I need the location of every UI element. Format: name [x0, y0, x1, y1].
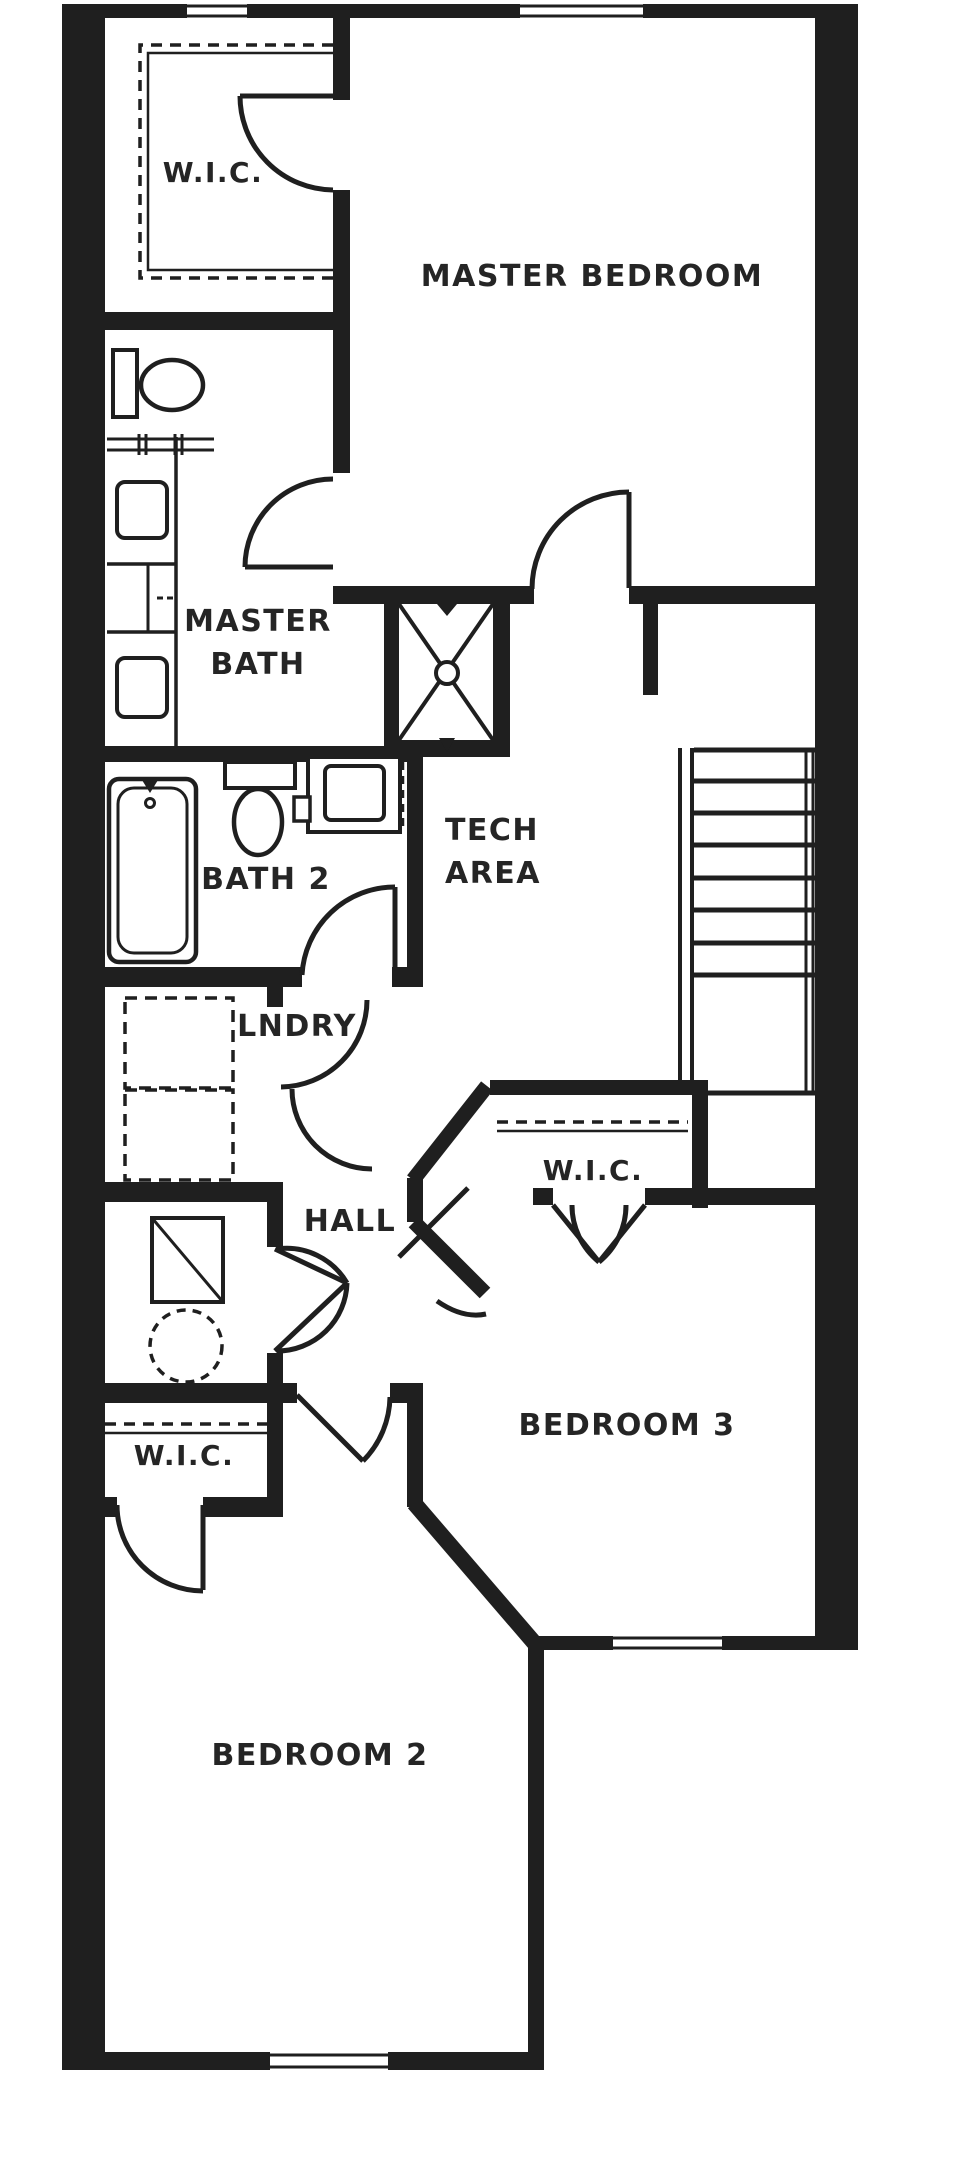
master-bath-door	[242, 476, 334, 570]
label-wic-master: W.I.C.	[163, 156, 263, 189]
interior-walls	[105, 18, 858, 1517]
vanity-cabinet-master	[107, 562, 176, 634]
vanity-bath2	[292, 755, 405, 834]
toilet-tank-bath2	[223, 760, 297, 790]
label-master-bedroom: MASTER BEDROOM	[421, 259, 763, 294]
bedroom2-door	[295, 1393, 393, 1463]
label-bedroom3: BEDROOM 3	[518, 1408, 735, 1443]
shower-master	[397, 602, 495, 752]
washer-box	[123, 996, 235, 1090]
shower-head-icon	[437, 604, 457, 616]
label-bath2: BATH 2	[201, 862, 331, 897]
label-tech-area-2: AREA	[445, 856, 541, 891]
master-bath-fixtures	[107, 348, 495, 752]
toilet-tank-master	[111, 348, 139, 419]
doors	[114, 93, 647, 1594]
room-labels: W.I.C. MASTER BEDROOM MASTER BATH BATH 2…	[134, 156, 763, 1773]
wic-master-door	[237, 93, 334, 193]
shower-drain-icon	[439, 738, 455, 752]
bath2-door	[299, 884, 398, 976]
toilet-bowl-bath2	[231, 786, 285, 858]
sink-master-1	[115, 480, 169, 540]
label-wic-bedroom3: W.I.C.	[543, 1154, 643, 1187]
label-bedroom2: BEDROOM 2	[211, 1738, 428, 1773]
label-hall: HALL	[304, 1204, 397, 1239]
label-master-bath-1: MASTER	[184, 604, 332, 639]
outer-walls	[62, 4, 858, 2070]
stair-rail-inner	[690, 748, 694, 1093]
water-heater-circle	[148, 1308, 224, 1384]
dryer-box	[123, 1088, 235, 1182]
window-bedroom3-bottom	[613, 1636, 722, 1650]
tub-bath2	[106, 776, 199, 965]
window-bedroom2-bottom	[270, 2052, 388, 2070]
label-laundry: LNDRY	[237, 1009, 357, 1044]
faucet-bath2-icon	[292, 795, 312, 823]
label-master-bath-2: BATH	[210, 647, 305, 682]
shower-drain-center	[434, 660, 460, 686]
closet-shelf-lines	[105, 43, 688, 1435]
staircase	[678, 747, 815, 1096]
sink-master-2	[115, 656, 169, 719]
label-tech-area-1: TECH	[445, 813, 539, 848]
wic-bedroom3-doors	[551, 1203, 647, 1264]
master-bedroom-door	[529, 489, 632, 590]
toilet-bowl-master	[138, 357, 206, 413]
window-master-bedroom-top	[520, 4, 643, 18]
laundry-doors	[280, 999, 373, 1172]
vanity-counter-master	[107, 434, 214, 748]
utility-closet-fixtures	[148, 1216, 225, 1384]
utility-closet-doors	[273, 1245, 350, 1354]
bath2-fixtures	[106, 755, 405, 965]
window-wic-master-top	[187, 4, 247, 18]
sink-bath2	[323, 764, 386, 822]
windows	[187, 4, 722, 2070]
laundry-fixtures	[123, 996, 235, 1182]
bedroom3-door	[397, 1186, 487, 1318]
stair-rail-outer	[678, 748, 682, 1093]
label-wic-bedroom2: W.I.C.	[134, 1439, 234, 1472]
shelf-wic-master	[138, 43, 333, 280]
stair-treads	[694, 747, 815, 1096]
tub-faucet-icon	[142, 780, 158, 793]
wic-bedroom2-door	[114, 1504, 206, 1594]
